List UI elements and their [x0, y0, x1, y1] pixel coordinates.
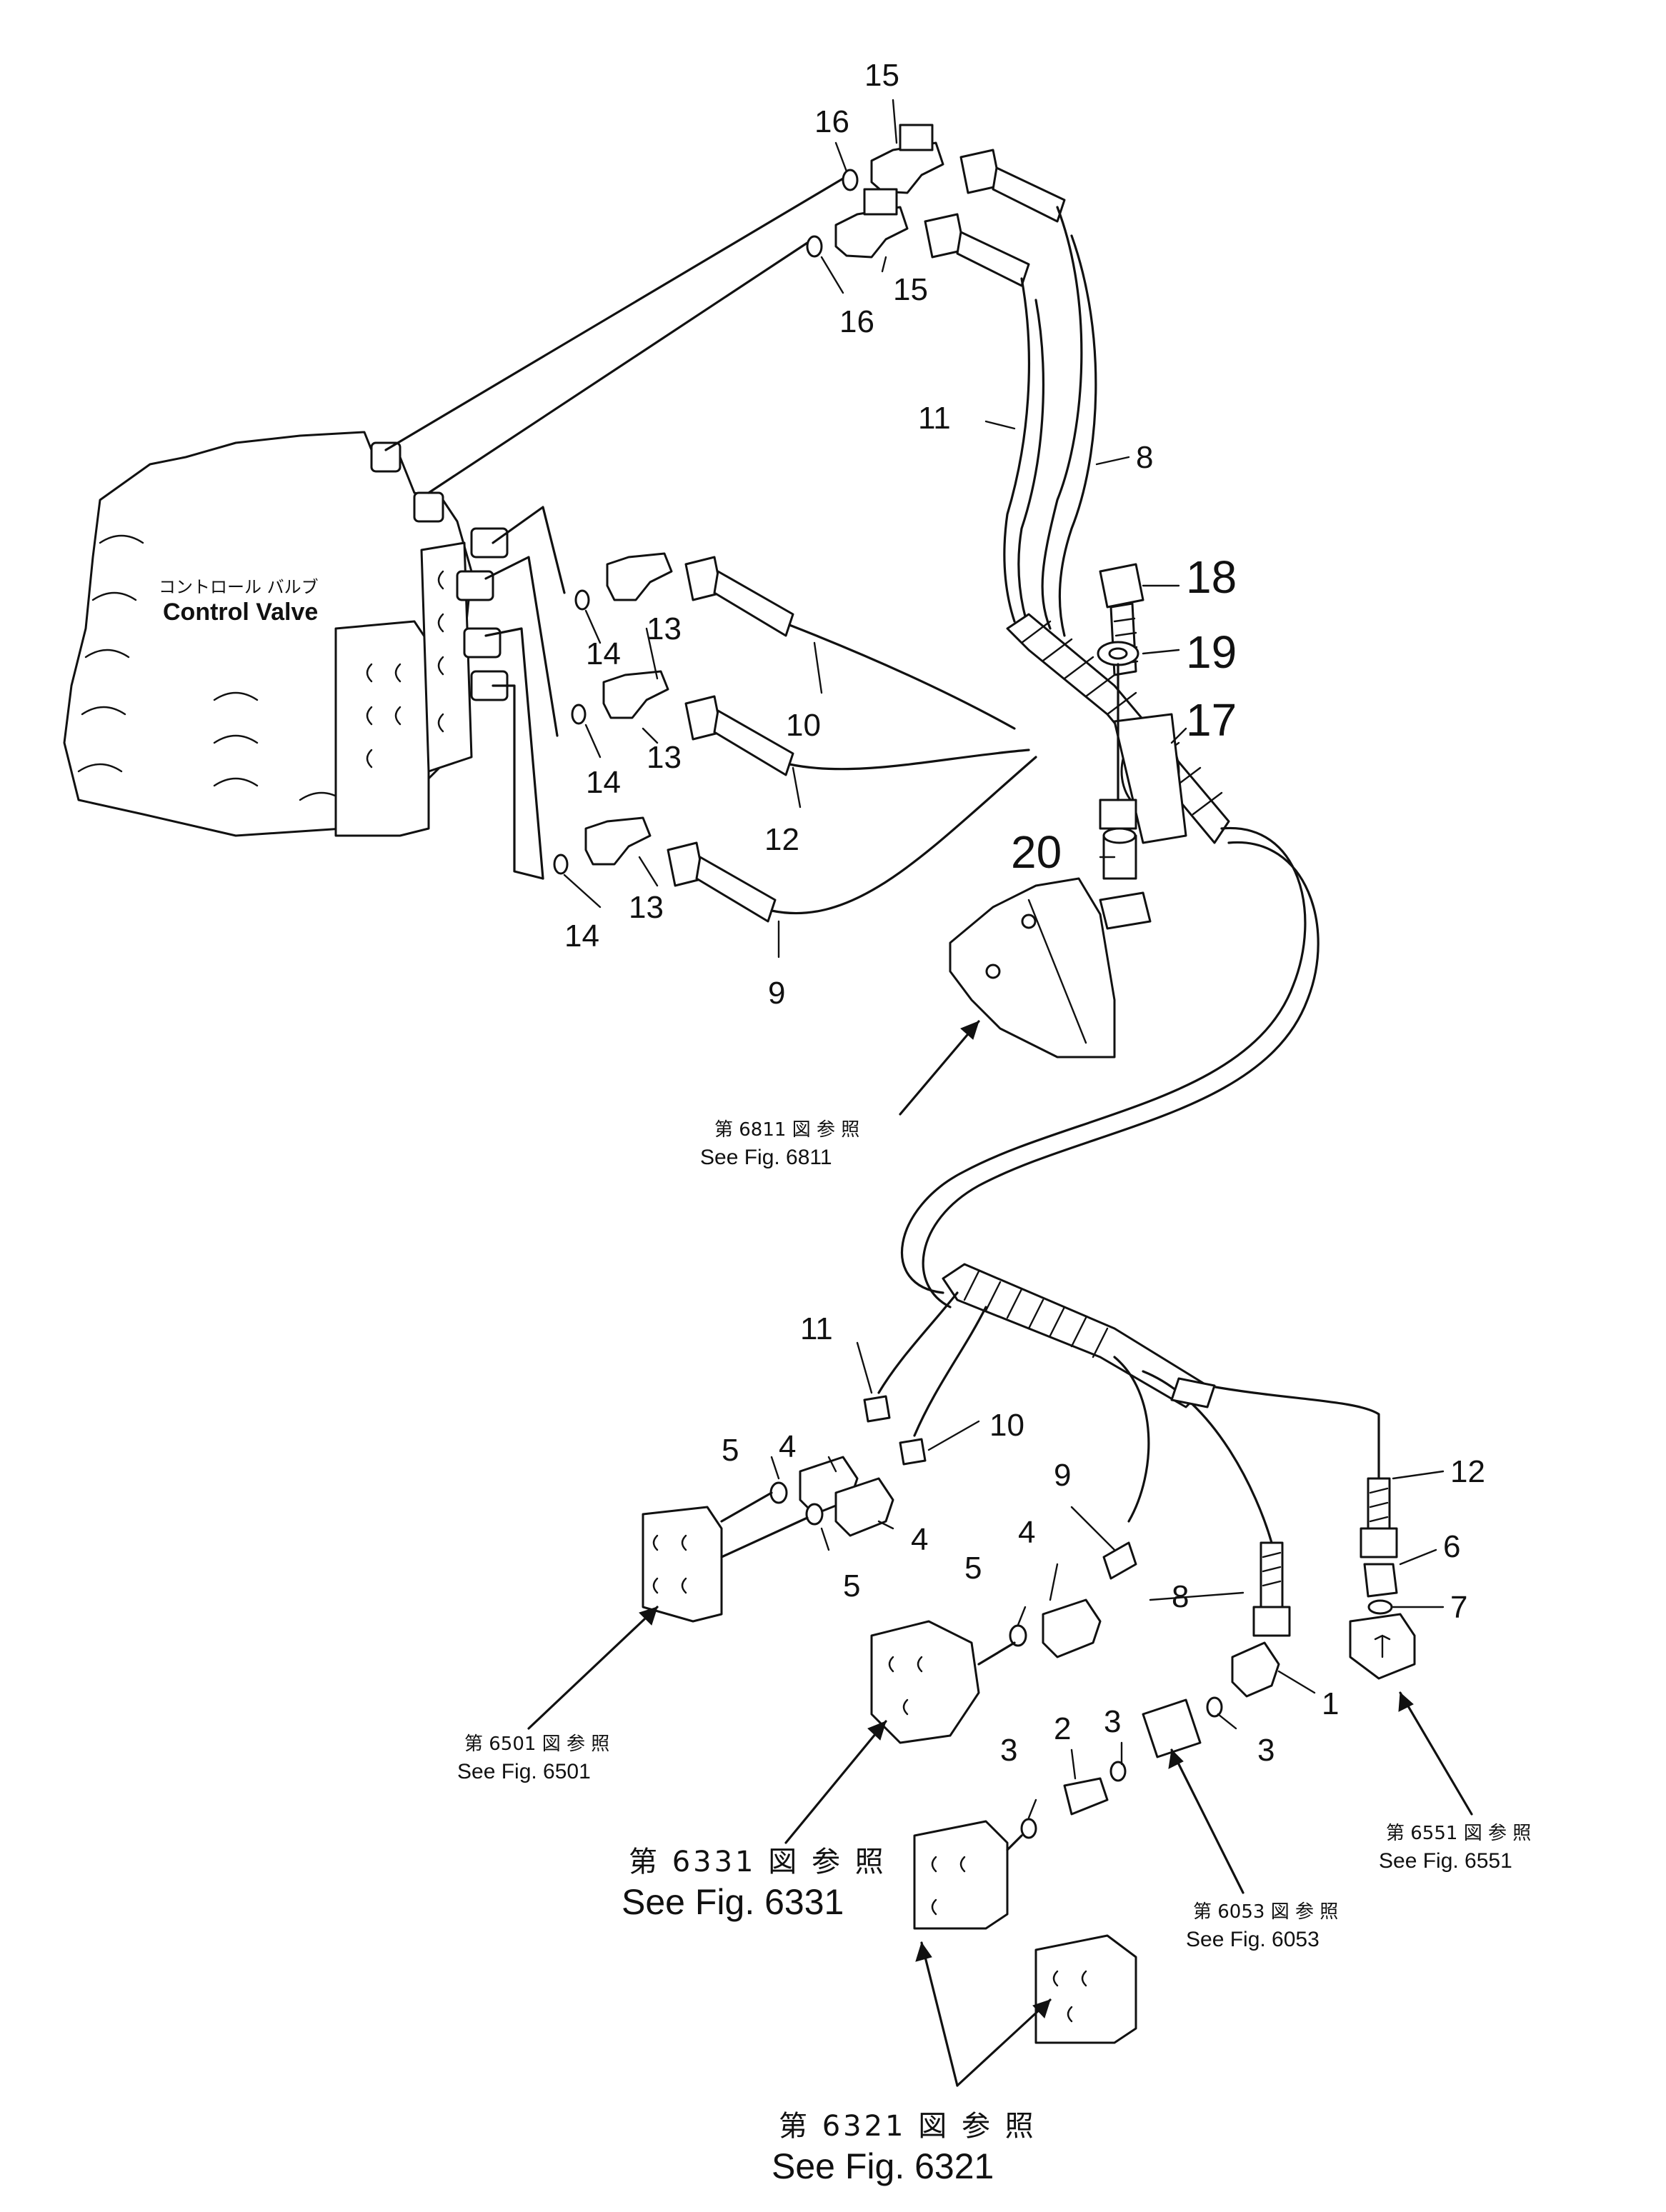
callout-9-top: 9 [768, 976, 785, 1011]
callout-numbers: 15 16 15 16 11 8 18 19 17 20 13 14 13 14… [564, 58, 1485, 1768]
lower-hose-bundle [877, 1263, 1380, 1544]
callout-14-a: 14 [586, 636, 621, 671]
control-valve-label-jp: コントロール バルブ [159, 577, 319, 597]
callout-16-lower: 16 [839, 304, 874, 339]
ref-6321-en: See Fig. 6321 [772, 2146, 994, 2186]
callout-20: 20 [1011, 826, 1062, 878]
hose-ends-8-12 [1252, 1477, 1398, 1637]
callout-12-top: 12 [764, 822, 799, 857]
callout-15-lower: 15 [893, 272, 928, 307]
callout-11-bottom: 11 [800, 1311, 833, 1346]
leader-lines [563, 99, 1445, 1819]
washer-19 [1097, 641, 1139, 801]
callout-19: 19 [1186, 626, 1237, 678]
elbow-fittings-15 [806, 124, 944, 259]
callout-18: 18 [1186, 551, 1237, 603]
callout-3-a: 3 [1104, 1704, 1121, 1739]
callout-13-c: 13 [629, 890, 664, 925]
reference-labels: 第 6811 図 参 照 See Fig. 6811 第 6501 図 参 照 … [457, 1119, 1531, 2186]
callout-6: 6 [1443, 1529, 1460, 1564]
callout-5-a: 5 [722, 1433, 739, 1468]
ref-6551-jp: 第 6551 図 参 照 [1386, 1823, 1531, 1844]
fittings-1-2-3 [1020, 1641, 1280, 1839]
bracket-6811 [949, 877, 1116, 1059]
callout-12-bottom: 12 [1450, 1454, 1485, 1489]
reference-arrows [527, 1020, 1473, 2087]
ref-6331-jp: 第 6331 図 参 照 [629, 1846, 887, 1878]
fittings-4-5 [769, 1456, 1137, 1658]
callout-5-b: 5 [843, 1568, 860, 1603]
ref-6501-en: See Fig. 6501 [457, 1760, 591, 1783]
callout-14-c: 14 [564, 919, 599, 954]
callout-4-b: 4 [911, 1522, 928, 1557]
valve-pipes [384, 177, 844, 880]
hose-ends-11-10 [863, 1395, 927, 1466]
ref-6501-jp: 第 6501 図 参 照 [464, 1733, 609, 1755]
callout-3-c: 3 [1257, 1733, 1275, 1768]
ref-6331-en: See Fig. 6331 [622, 1882, 844, 1922]
ref-6551-en: See Fig. 6551 [1379, 1849, 1512, 1873]
callout-16-top: 16 [814, 104, 849, 139]
callout-5-c: 5 [964, 1551, 982, 1586]
callout-8-top: 8 [1136, 440, 1153, 475]
control-valve-label-en: Control Valve [163, 599, 318, 626]
callout-14-b: 14 [586, 765, 621, 800]
block-6331 [870, 1620, 1016, 1744]
callout-1: 1 [1322, 1686, 1339, 1721]
spacer-20 [1099, 827, 1152, 930]
main-hose-bundle [1003, 206, 1097, 637]
callout-2: 2 [1054, 1711, 1071, 1746]
ref-6053-en: See Fig. 6053 [1186, 1928, 1320, 1951]
callout-9-bottom: 9 [1054, 1458, 1071, 1493]
hose-clamp-assembly [900, 613, 1320, 1308]
callout-10-top: 10 [786, 708, 821, 743]
ref-6811-en: See Fig. 6811 [700, 1146, 832, 1169]
ref-6321-jp: 第 6321 図 参 照 [779, 2110, 1037, 2143]
hose-ends-top [924, 149, 1066, 287]
callout-7: 7 [1450, 1590, 1467, 1625]
hose-ends-middle [667, 556, 1037, 923]
fitting-6-7-block-6551 [1349, 1563, 1416, 1680]
blocks-6321 [913, 1820, 1137, 2044]
control-valve: コントロール バルブ Control Valve [63, 431, 509, 837]
callout-3-b: 3 [1000, 1733, 1017, 1768]
callout-17: 17 [1186, 694, 1237, 746]
elbow-fittings-13-14 [553, 552, 673, 875]
callout-10-bottom: 10 [989, 1408, 1024, 1443]
callout-13-a: 13 [647, 611, 682, 646]
ref-6811-jp: 第 6811 図 参 照 [714, 1119, 859, 1141]
block-6501 [642, 1491, 809, 1623]
callout-13-b: 13 [647, 740, 682, 775]
callout-11-top: 11 [918, 401, 951, 436]
callout-8-bottom: 8 [1172, 1579, 1189, 1614]
callout-15-top: 15 [864, 58, 899, 93]
callout-4-a: 4 [779, 1429, 796, 1464]
ref-6053-jp: 第 6053 図 参 照 [1193, 1901, 1338, 1923]
callout-4-c: 4 [1018, 1515, 1035, 1550]
